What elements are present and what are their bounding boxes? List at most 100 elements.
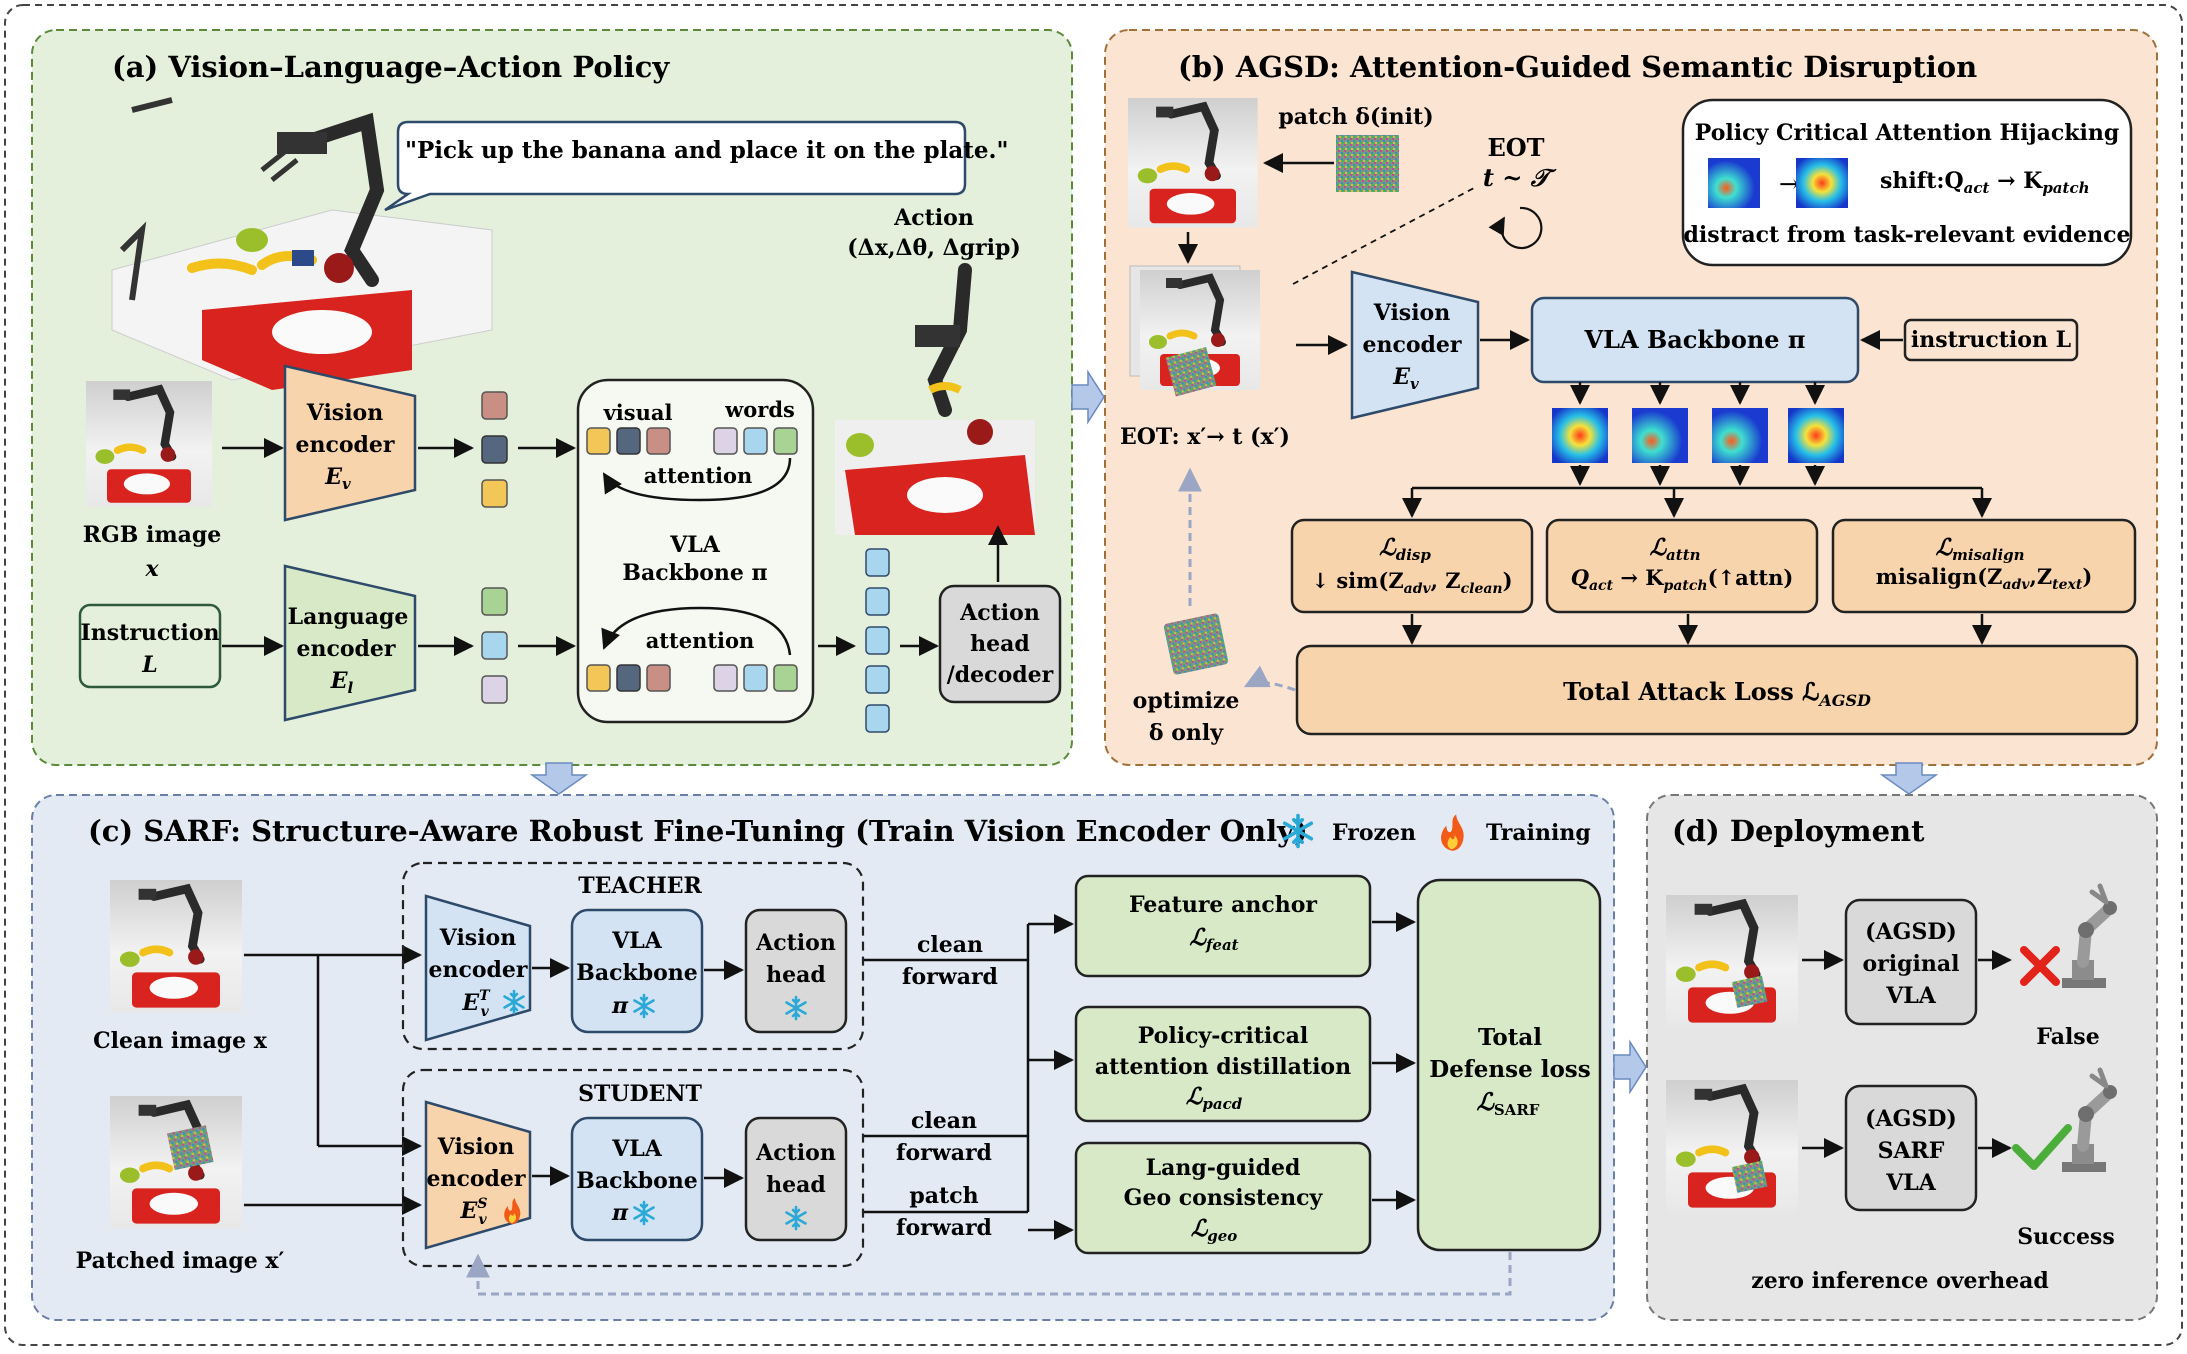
- action-head-a-label: Action: [959, 600, 1040, 626]
- instruction-quote: "Pick up the banana and place it on the …: [405, 137, 1008, 164]
- action-result-photo: [835, 263, 1035, 535]
- student-label: STUDENT: [578, 1081, 702, 1107]
- backbone-label-a2: Backbone π: [622, 560, 767, 586]
- eot-images: [1129, 265, 1260, 397]
- teacher-encoder-label: encoder: [428, 957, 527, 983]
- teacher-backbone: [570, 908, 704, 1034]
- attention-heatmaps: [1552, 382, 1844, 486]
- deploy-image-sarf: [1666, 1080, 1798, 1212]
- student-backbone: [570, 1116, 704, 1242]
- agsd-clean-image: [1128, 98, 1258, 228]
- panel-a-title: (a) Vision–Language–Action Policy: [112, 50, 670, 84]
- eot-caption: EOT: x′→ t (x′): [1120, 424, 1290, 450]
- arrow-a-to-c: [529, 762, 589, 795]
- total-defense-label: Total: [1478, 1024, 1542, 1051]
- false-label: False: [2036, 1024, 2099, 1050]
- deploy-image-original: [1666, 895, 1798, 1027]
- teacher-head-label: head: [766, 962, 826, 988]
- language-encoder-a-sym: El: [330, 668, 354, 697]
- vision-encoder-b-label2: encoder: [1362, 332, 1461, 358]
- action-head-a-label3: /decoder: [947, 662, 1054, 688]
- loss-attn-box: [1545, 518, 1819, 614]
- student-backbone-label2: Backbone: [576, 1168, 698, 1194]
- feature-anchor-sym: ℒfeat: [1189, 924, 1238, 954]
- loss-disp-box: [1290, 518, 1534, 614]
- loss-misalign-box: [1831, 518, 2137, 614]
- feature-anchor-title: Feature anchor: [1129, 892, 1317, 918]
- outer-frame: [4, 4, 2183, 1346]
- student-vision-label: Vision: [437, 1134, 514, 1160]
- backbone-label-a: VLA: [669, 532, 721, 558]
- teacher-vision-label: Vision: [439, 925, 516, 951]
- student-encoder-label: encoder: [426, 1166, 525, 1192]
- vision-encoder-a: [283, 364, 417, 522]
- student-patch-forward-label: forward: [896, 1215, 992, 1241]
- sarf-agsd-label: (AGSD): [1865, 1106, 1957, 1132]
- pacd-title2: attention distillation: [1095, 1054, 1351, 1080]
- eot-loop-icon: [1488, 206, 1543, 249]
- loss-misalign-sym: ℒmisalign: [1935, 534, 2024, 564]
- rgb-image-sym: x: [144, 556, 159, 582]
- teacher-backbone-label2: Backbone: [576, 960, 698, 986]
- backbone-bottom-tokens: [586, 664, 798, 692]
- attention-label-bottom: attention: [646, 628, 755, 653]
- pacd-sym: ℒpacd: [1186, 1083, 1243, 1113]
- instruction-box: [78, 603, 222, 689]
- hijack-shift: shift:Qact → Kpatch: [1880, 168, 2090, 197]
- student-backbone-label: VLA: [611, 1136, 663, 1162]
- feature-anchor-box: [1074, 874, 1372, 978]
- teacher-action-label: Action: [755, 930, 836, 956]
- action-vars: (Δx,Δθ, Δgrip): [847, 235, 1021, 261]
- student-clean-label: clean: [911, 1108, 977, 1134]
- total-attack-loss-label: Total Attack Loss ℒAGSD: [1563, 677, 1871, 710]
- loss-misalign-desc: misalign(Zadv,Ztext): [1876, 564, 2093, 593]
- patch-init-label: patch δ(init): [1278, 104, 1433, 130]
- sarf-vla-box: [1844, 1084, 1978, 1212]
- total-attack-loss-box: [1295, 644, 2139, 736]
- vision-encoder-a-sym: Ev: [324, 464, 351, 493]
- patch-init: [1336, 135, 1399, 192]
- language-encoder-a-label: Language: [288, 604, 409, 630]
- hijack-callout: [1681, 98, 2133, 267]
- output-tokens: [865, 548, 890, 733]
- pacd-box: [1074, 1005, 1372, 1123]
- student-vision-encoder: [424, 1100, 532, 1250]
- optimized-patch-icon: [1163, 613, 1229, 675]
- action-title: Action: [893, 205, 974, 231]
- success-check-icon: [2012, 1124, 2072, 1170]
- vision-encoder-b-label: Vision: [1373, 300, 1450, 326]
- visual-tokens: [481, 391, 508, 508]
- student-group: [401, 1068, 865, 1268]
- student-action-head: [744, 1116, 848, 1242]
- optimize-feedback-arrow: [1243, 665, 1296, 692]
- gradient-feedback-arrow: [466, 1252, 1512, 1296]
- instruction-speech-bubble: "Pick up the banana and place it on the …: [384, 120, 1008, 212]
- student-patch-label: patch: [909, 1183, 978, 1209]
- teacher-action-head: [744, 908, 848, 1034]
- geo-title: Lang-guided: [1146, 1155, 1301, 1181]
- vision-encoder-a-label: Vision: [306, 400, 383, 426]
- language-encoder-a-label2: encoder: [296, 636, 395, 662]
- panel-c-title: (c) SARF: Structure-Aware Robust Fine-Tu…: [88, 814, 1308, 848]
- teacher-backbone-pi: π: [611, 993, 629, 1019]
- original-vla-box: [1844, 898, 1978, 1026]
- robot-scene-photo: [111, 97, 493, 390]
- loss-attn-sym: ℒattn: [1649, 534, 1700, 564]
- training-legend-label: Training: [1486, 820, 1591, 846]
- pacd-title: Policy-critical: [1138, 1023, 1309, 1049]
- optimize-label2: δ only: [1149, 720, 1224, 746]
- student-action-label: Action: [755, 1140, 836, 1166]
- instruction-box-label: Instruction: [80, 620, 219, 646]
- teacher-vision-encoder: [424, 894, 532, 1042]
- total-defense-sym: ℒSARF: [1477, 1087, 1540, 1119]
- vla-backbone-b: [1530, 296, 1860, 384]
- patched-image-label: Patched image x′: [76, 1248, 285, 1274]
- frozen-legend-label: Frozen: [1332, 820, 1416, 846]
- original-agsd-label: (AGSD): [1865, 919, 1957, 945]
- instruction-l-box: [1903, 318, 2079, 362]
- teacher-label: TEACHER: [578, 873, 702, 899]
- hijack-heatmap-before: [1708, 158, 1760, 208]
